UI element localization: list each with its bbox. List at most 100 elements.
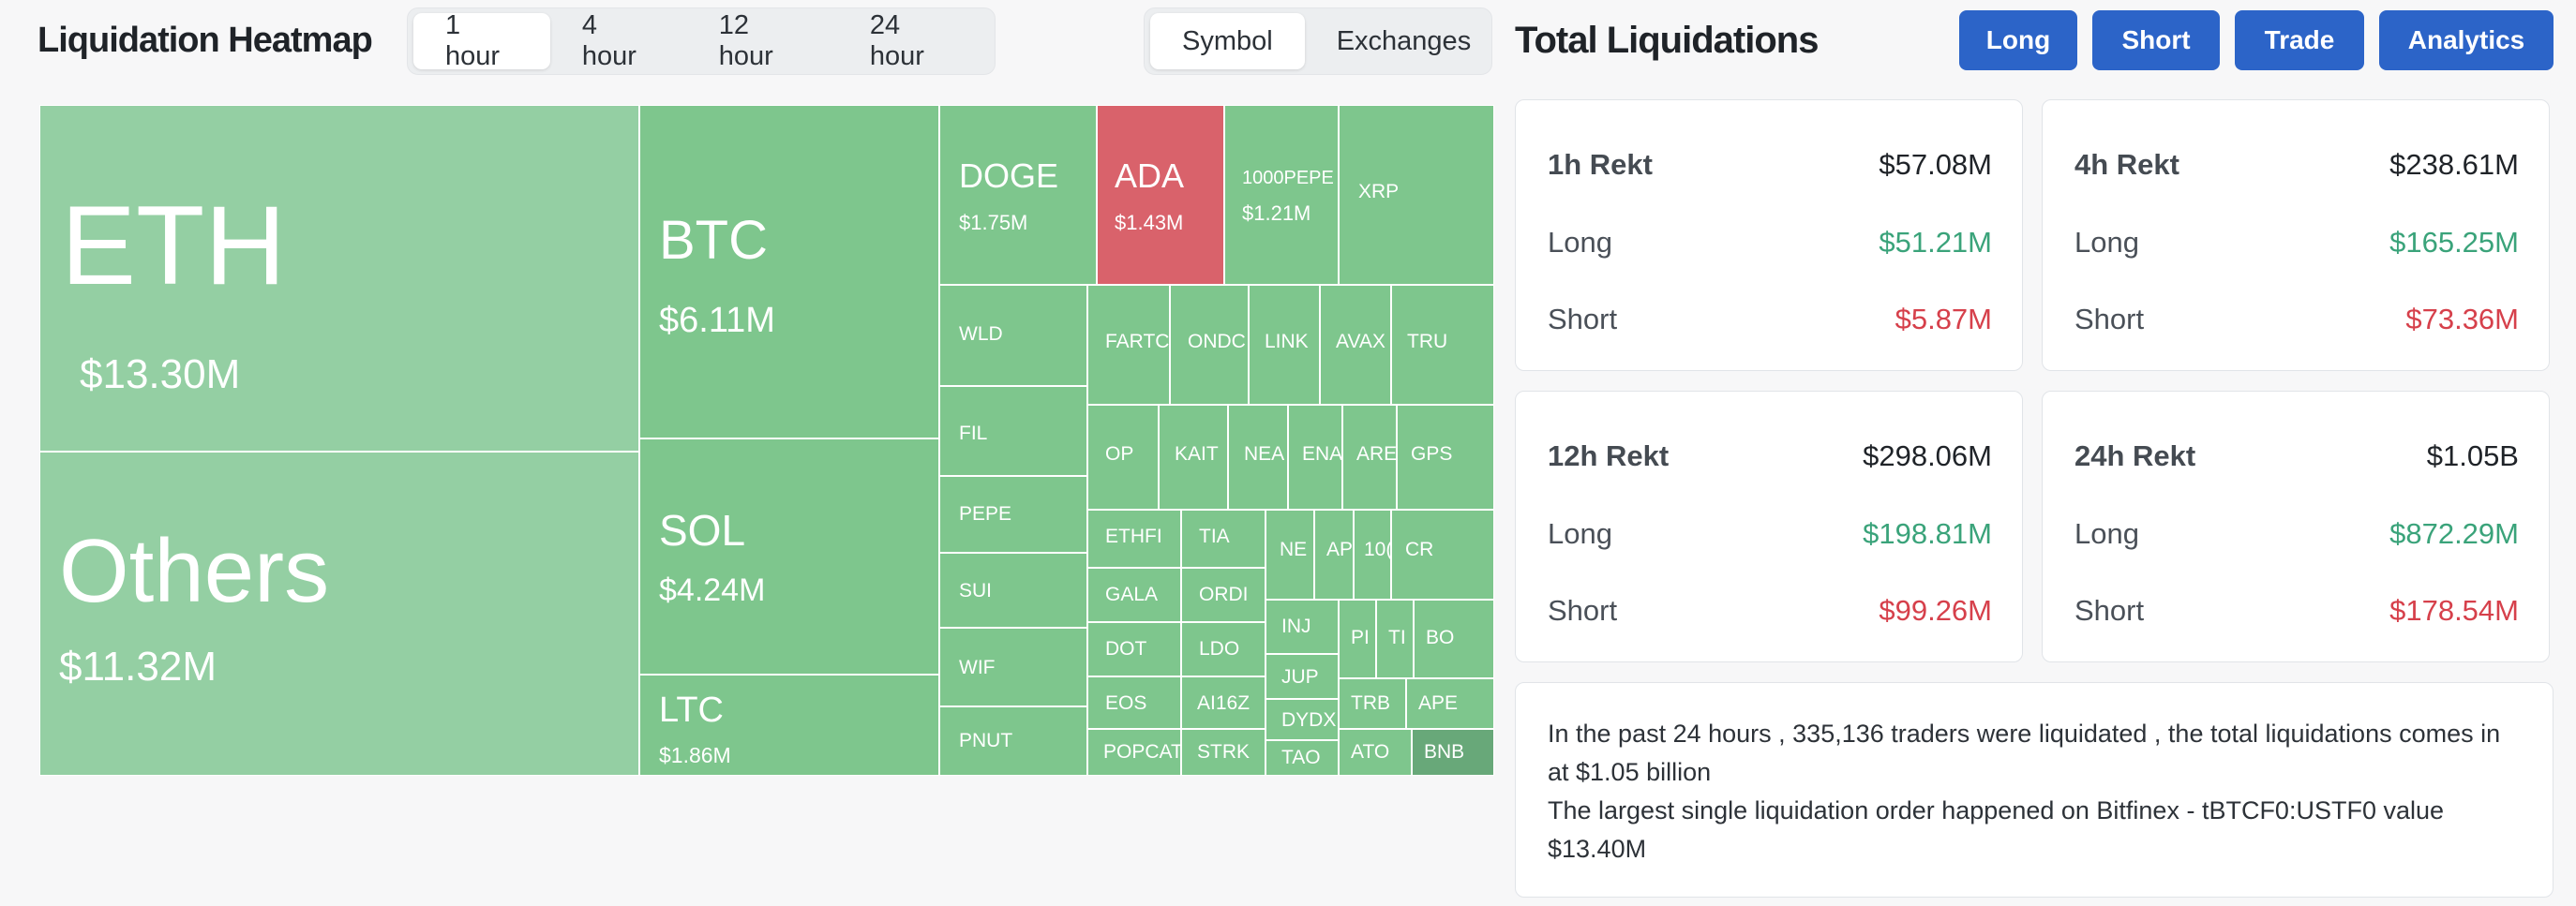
long-label: Long [1548,517,1612,550]
treemap-tile-kait[interactable]: KAIT [1159,405,1228,510]
treemap-tile-wld[interactable]: WLD [939,285,1087,386]
treemap-tile-10[interactable]: 10( [1354,510,1391,600]
treemap-tile-strk[interactable]: STRK [1181,729,1266,776]
treemap-tile-ethfi[interactable]: ETHFI [1087,510,1181,568]
short-value: $73.36M [2405,303,2519,335]
treemap-tile-ap[interactable]: AP [1314,510,1354,600]
tile-value: $1.86M [659,743,731,767]
tab-exchanges[interactable]: Exchanges [1336,25,1472,56]
treemap-tile-bo[interactable]: BO [1414,600,1494,678]
tile-value: $13.30M [80,351,241,397]
treemap-tile-sui[interactable]: SUI [939,553,1087,628]
long-value: $198.81M [1863,517,1992,550]
treemap-tile-op[interactable]: OP [1087,405,1159,510]
treemap-tile-trb[interactable]: TRB [1339,678,1406,729]
analytics-button[interactable]: Analytics [2379,10,2554,70]
treemap-tile-tia[interactable]: TIA [1181,510,1266,568]
treemap-tile-tao[interactable]: TAO [1266,740,1339,776]
card-total: $298.06M [1863,439,1992,472]
tile-symbol: KAIT [1175,443,1219,465]
card-title: 1h Rekt [1548,148,1653,181]
treemap-tile-ape[interactable]: APE [1406,678,1494,729]
tile-symbol: BO [1426,627,1455,648]
treemap-tile-jup[interactable]: JUP [1266,654,1339,699]
tile-symbol: JUP [1281,666,1319,688]
treemap-tile-ato[interactable]: ATO [1339,729,1412,776]
treemap-tile-1000pepe[interactable]: 1000PEPE$1.21M [1224,105,1339,285]
rekt-card-1h: 1h Rekt $57.08M Long $51.21M Short $5.87… [1515,99,2023,371]
treemap-tile-inj[interactable]: INJ [1266,600,1339,654]
long-value: $165.25M [2389,226,2519,259]
tile-value: $1.75M [959,211,1028,234]
tile-symbol: TIA [1199,526,1230,547]
treemap-tile-pepe[interactable]: PEPE [939,476,1087,553]
tile-symbol: DOT [1105,638,1147,660]
treemap-tile-ldo[interactable]: LDO [1181,622,1266,676]
treemap-tile-others[interactable]: Others$11.32M [39,452,639,776]
treemap-tile-dydx[interactable]: DYDX [1266,699,1339,740]
treemap-tile-pnut[interactable]: PNUT [939,706,1087,776]
treemap-tile-cr[interactable]: CR [1391,510,1494,600]
card-title: 12h Rekt [1548,439,1670,472]
tab-4-hour[interactable]: 4 hour [581,10,637,71]
group-by-tabs: Symbol Exchanges [1144,7,1492,75]
treemap-tile-pi[interactable]: PI [1339,600,1376,678]
tile-symbol: FARTC [1105,331,1170,352]
total-liquidations-title: Total Liquidations [1515,20,1819,61]
tile-symbol: PNUT [959,730,1013,751]
treemap-tile-popcat[interactable]: POPCAT [1087,729,1181,776]
treemap-tile-nea[interactable]: NEA [1228,405,1288,510]
rekt-card-4h: 4h Rekt $238.61M Long $165.25M Short $73… [2042,99,2550,371]
tile-value: $11.32M [59,644,217,690]
treemap-tile-ti[interactable]: TI [1376,600,1414,678]
treemap-tile-bnb[interactable]: BNB [1412,729,1494,776]
treemap-tile-sol[interactable]: SOL$4.24M [639,438,939,675]
treemap-tile-eth[interactable]: ETH$13.30M [39,105,639,452]
tab-symbol[interactable]: Symbol [1150,13,1305,69]
long-row: Long $165.25M [2074,224,2519,261]
treemap-tile-ordi[interactable]: ORDI [1181,568,1266,622]
long-label: Long [2074,517,2139,550]
treemap-tile-doge[interactable]: DOGE$1.75M [939,105,1097,285]
tab-24-hour[interactable]: 24 hour [869,10,924,71]
treemap-tile-ltc[interactable]: LTC $1.86M [639,675,939,776]
tile-symbol: LTC [659,691,724,730]
treemap-tile-link[interactable]: LINK [1249,285,1320,405]
short-button[interactable]: Short [2092,10,2220,70]
card-total: $1.05B [2426,439,2519,472]
tile-symbol: AVAX [1336,331,1385,352]
trade-button[interactable]: Trade [2235,10,2364,70]
short-label: Short [2074,303,2145,335]
treemap-tile-ondc[interactable]: ONDC [1170,285,1249,405]
treemap-tile-eos[interactable]: EOS [1087,676,1181,729]
tab-1-hour[interactable]: 1 hour [413,10,550,71]
treemap-tile-wif[interactable]: WIF [939,628,1087,706]
treemap-tile-dot[interactable]: DOT [1087,622,1181,676]
treemap-tile-btc[interactable]: BTC$6.11M [639,105,939,438]
treemap-tile-fartc[interactable]: FARTC [1087,285,1170,405]
tile-symbol: ORDI [1199,584,1249,605]
tab-12-hour[interactable]: 12 hour [718,10,773,71]
treemap-tile-ena[interactable]: ENA [1288,405,1342,510]
treemap-tile-gps[interactable]: GPS [1397,405,1494,510]
long-label: Long [1548,226,1612,259]
tile-symbol: CR [1405,539,1434,560]
long-button[interactable]: Long [1959,10,2077,70]
treemap-tile-ada[interactable]: ADA$1.43M [1097,105,1224,285]
treemap-tile-ai16z[interactable]: AI16Z [1181,676,1266,729]
treemap-tile-tru[interactable]: TRU [1391,285,1494,405]
treemap-tile-are[interactable]: ARE [1342,405,1397,510]
tile-symbol: AP [1326,539,1354,560]
treemap-tile-ne[interactable]: NE [1266,510,1314,600]
tile-symbol: OP [1105,443,1134,465]
treemap-tile-avax[interactable]: AVAX [1320,285,1391,405]
tile-symbol: AI16Z [1197,692,1251,714]
treemap-tile-gala[interactable]: GALA [1087,568,1181,622]
tile-symbol: GPS [1411,443,1453,465]
short-row: Short $99.26M [1548,592,1992,630]
treemap-tile-xrp[interactable]: XRP [1339,105,1494,285]
long-row: Long $51.21M [1548,224,1992,261]
treemap-tile-fil[interactable]: FIL [939,386,1087,476]
tile-symbol: TRB [1351,692,1390,714]
tile-symbol: FIL [959,423,988,444]
